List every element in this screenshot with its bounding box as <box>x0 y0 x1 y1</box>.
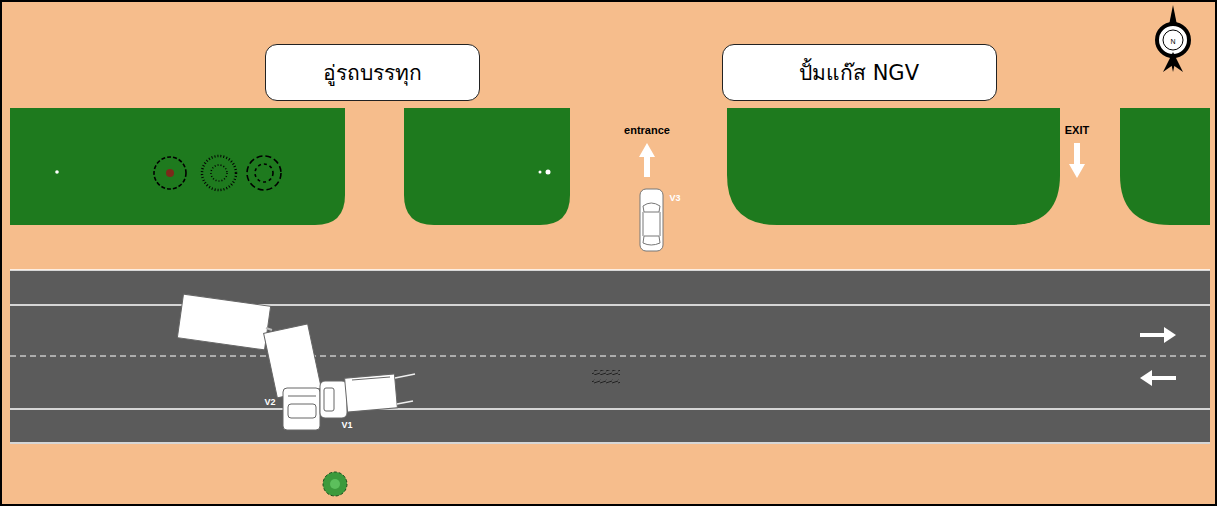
grass-verge <box>727 108 1060 225</box>
center-line <box>10 355 1210 356</box>
exit-label: EXIT <box>1065 125 1089 136</box>
compass-letter: N <box>1170 38 1175 45</box>
place-box: อู่รถบรรทุก <box>265 44 480 101</box>
marker-dot <box>546 170 551 175</box>
truck-v1 <box>320 374 415 418</box>
direction-arrow <box>1140 370 1176 386</box>
grass-verge <box>404 108 570 225</box>
skid-mark <box>592 379 620 384</box>
tree-group <box>154 156 281 190</box>
exit-arrow <box>1069 143 1085 178</box>
truck-v2 <box>177 294 321 430</box>
grass-verge <box>10 108 345 225</box>
entrance-label: entrance <box>624 125 670 136</box>
place-name: อู่รถบรรทุก <box>323 56 422 89</box>
vehicle-label: V1 <box>341 421 352 430</box>
place-name: ปั้มแก๊ส NGV <box>799 56 919 89</box>
vehicle-label: V3 <box>669 194 680 203</box>
entrance-arrow <box>639 143 655 177</box>
direction-arrow <box>1140 327 1176 343</box>
road-edge <box>10 442 1210 444</box>
compass-rose <box>1157 5 1189 72</box>
road <box>10 270 1210 444</box>
bush <box>323 472 347 496</box>
marker-dot <box>539 171 542 174</box>
skid-mark <box>592 370 620 375</box>
place-box: ปั้มแก๊ส NGV <box>722 44 997 101</box>
marker-dot <box>55 170 59 174</box>
lane-line <box>10 408 1210 410</box>
vehicle-label: V2 <box>264 398 275 407</box>
car-v3 <box>640 189 663 251</box>
road-edge <box>10 269 1210 271</box>
grass-verge <box>1120 108 1210 225</box>
